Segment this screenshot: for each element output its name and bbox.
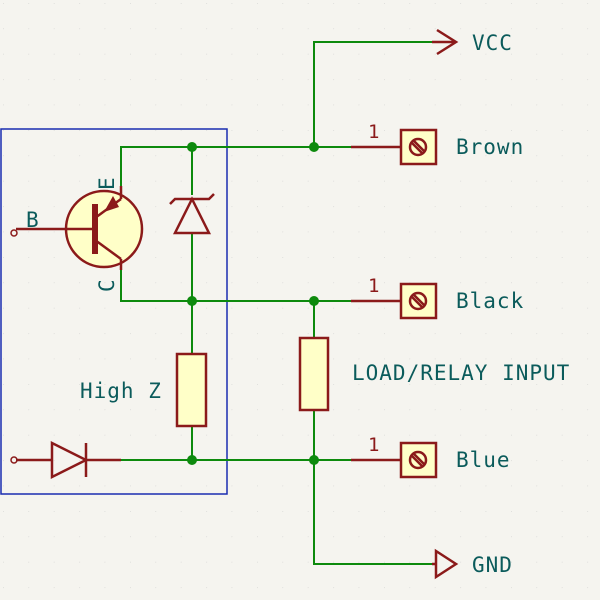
connector-label-black: Black (456, 289, 524, 313)
junction-dot (309, 142, 319, 152)
vcc-label: VCC (472, 31, 513, 55)
connector-blue: 1 Blue (351, 434, 511, 479)
junction-dot (187, 142, 197, 152)
wire-black-rail (120, 270, 351, 302)
connector-pin-number: 1 (368, 434, 379, 456)
junction-dot (309, 455, 319, 465)
transistor-collector-label: C (95, 278, 119, 292)
load-label: LOAD/RELAY INPUT (352, 361, 570, 385)
junction-dot (309, 296, 319, 306)
transistor-base-label: B (26, 208, 40, 232)
input-pin-dot (10, 456, 18, 464)
highz-label: High Z (80, 379, 162, 403)
power-arrow-icon (432, 28, 459, 56)
wire-brown-rail (120, 146, 351, 186)
connector-black: 1 Black (351, 275, 524, 320)
wires (120, 41, 432, 565)
diode-icon (10, 440, 121, 480)
connector-pin-number: 1 (368, 275, 379, 297)
resistor-icon (175, 352, 208, 428)
screw-terminal-icon (399, 282, 438, 320)
gnd-label: GND (472, 553, 513, 577)
base-pin-dot (10, 229, 18, 237)
connector-pin-number: 1 (368, 121, 379, 143)
wire-gnd (313, 460, 432, 565)
connector-label-blue: Blue (456, 448, 511, 472)
connector-brown: 1 Brown (351, 121, 524, 166)
junction-dot (187, 296, 197, 306)
pnp-transistor-icon (10, 186, 144, 270)
junction-dot (187, 455, 197, 465)
connector-label-brown: Brown (456, 135, 524, 159)
load-resistor-icon (298, 336, 330, 412)
transistor-emitter-label: E (95, 176, 119, 190)
ground-arrow-icon (432, 548, 459, 580)
sensor-box (0, 128, 228, 495)
junctions (187, 142, 319, 465)
zener-diode-icon (169, 193, 215, 235)
wire-vcc (313, 41, 432, 147)
